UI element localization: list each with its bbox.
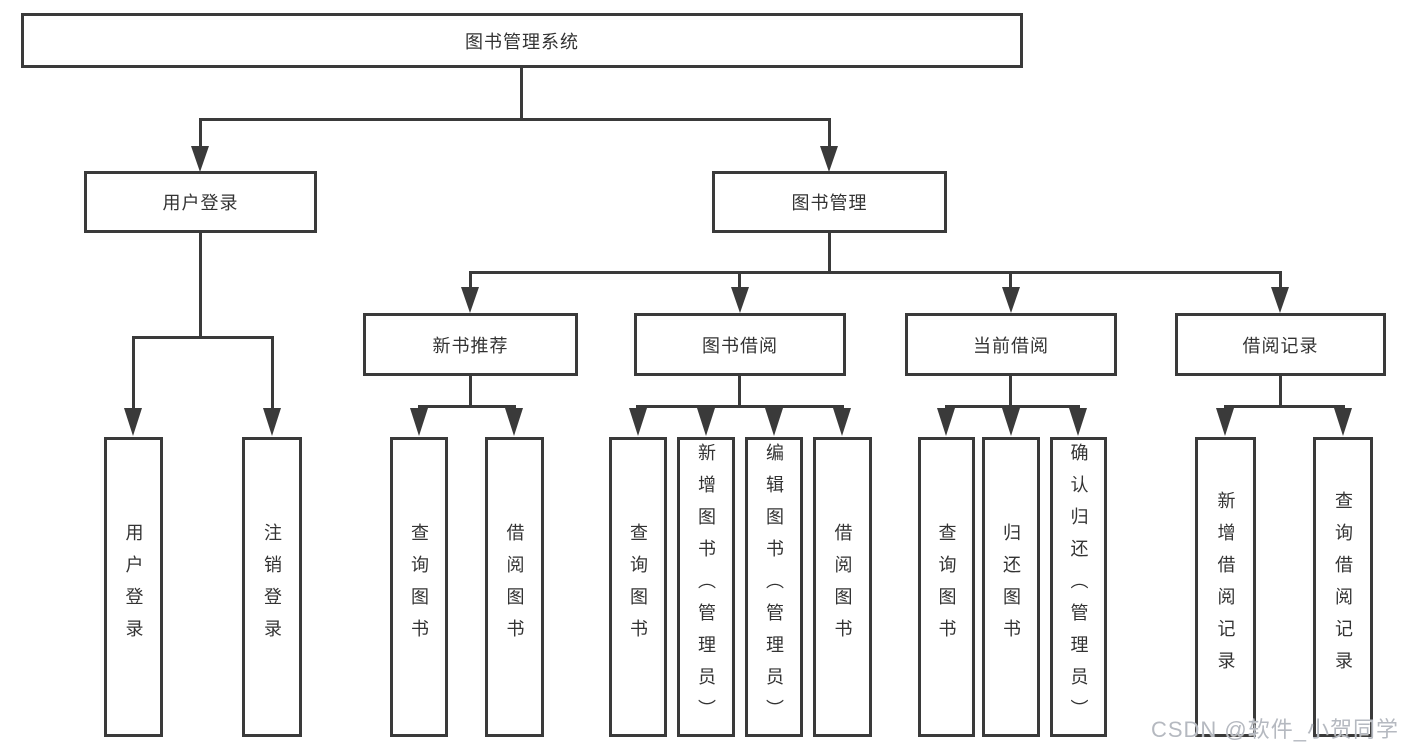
arrow-down-icon (937, 408, 955, 436)
node-label: 用户登录 (162, 193, 239, 213)
leaf-label: 查询图书 (628, 523, 648, 651)
node-label: 图书借阅 (702, 335, 778, 356)
leaf-label: 编辑图书（管理员） (764, 443, 784, 731)
leaf-record-query-borrow-record: 查询借阅记录 (1313, 437, 1373, 737)
node-label: 新书推荐 (432, 335, 509, 356)
leaf-label: 借阅图书 (832, 523, 853, 651)
connector-line (738, 376, 741, 407)
arrow-down-icon (1216, 408, 1234, 436)
connector-line (469, 376, 472, 407)
connector-line (199, 118, 202, 149)
leaf-label: 新增借阅记录 (1215, 491, 1236, 683)
leaf-borrow-edit-book-admin: 编辑图书（管理员） (745, 437, 803, 737)
watermark: CSDN @软件_小贺同学 (1150, 717, 1399, 742)
arrow-down-icon (765, 408, 783, 436)
arrow-down-icon (1069, 408, 1087, 436)
arrow-down-icon (263, 408, 281, 436)
arrow-down-icon (505, 408, 523, 436)
node-label: 借阅记录 (1242, 335, 1319, 356)
leaf-current-return-book: 归还图书 (982, 437, 1040, 737)
leaf-label: 借阅图书 (504, 523, 525, 651)
arrow-down-icon (629, 408, 647, 436)
leaf-label: 查询图书 (409, 523, 429, 651)
connector-line (271, 336, 274, 412)
arrow-down-icon (191, 146, 209, 172)
arrow-down-icon (697, 408, 715, 436)
arrow-down-icon (1002, 408, 1020, 436)
leaf-current-confirm-return-admin: 确认归还（管理员） (1050, 437, 1107, 737)
leaf-label: 查询借阅记录 (1333, 491, 1353, 683)
leaf-label: 注销登录 (262, 523, 282, 651)
leaf-current-query-book: 查询图书 (918, 437, 975, 737)
node-new-book-recommend: 新书推荐 (363, 313, 578, 376)
connector-line (199, 233, 202, 336)
node-book-borrow: 图书借阅 (634, 313, 846, 376)
leaf-label: 查询图书 (936, 523, 957, 651)
leaf-borrow-query-book: 查询图书 (609, 437, 667, 737)
connector-line (738, 271, 741, 289)
connector-line (1009, 271, 1012, 289)
leaf-label: 新增图书（管理员） (696, 443, 716, 731)
connector-line (469, 271, 1282, 274)
arrow-down-icon (820, 146, 838, 172)
node-borrow-record: 借阅记录 (1175, 313, 1386, 376)
leaf-label: 归还图书 (1001, 523, 1021, 651)
connector-line (945, 405, 1080, 408)
connector-line (636, 405, 844, 408)
node-current-borrow: 当前借阅 (905, 313, 1117, 376)
arrow-down-icon (410, 408, 428, 436)
connector-line (1279, 376, 1282, 407)
arrow-down-icon (833, 408, 851, 436)
leaf-borrow-add-book-admin: 新增图书（管理员） (677, 437, 735, 737)
arrow-down-icon (461, 287, 479, 313)
connector-line (828, 118, 831, 149)
node-user-login: 用户登录 (84, 171, 317, 233)
leaf-user-login: 用户登录 (104, 437, 163, 737)
leaf-newbook-query-book: 查询图书 (390, 437, 448, 737)
leaf-newbook-borrow-book: 借阅图书 (485, 437, 544, 737)
node-book-management: 图书管理 (712, 171, 947, 233)
node-label: 图书管理 (791, 193, 868, 213)
arrow-down-icon (124, 408, 142, 436)
node-label: 当前借阅 (973, 335, 1049, 356)
connector-line (418, 405, 516, 408)
connector-line (1009, 376, 1012, 407)
leaf-label: 用户登录 (123, 523, 144, 651)
node-library-management-system: 图书管理系统 (21, 13, 1023, 68)
connector-line (132, 336, 274, 339)
connector-line (1224, 405, 1345, 408)
connector-line (132, 336, 135, 412)
connector-line (469, 271, 472, 289)
leaf-logout: 注销登录 (242, 437, 302, 737)
leaf-borrow-borrow-book: 借阅图书 (813, 437, 872, 737)
arrow-down-icon (731, 287, 749, 313)
node-label: 图书管理系统 (465, 31, 579, 52)
arrow-down-icon (1002, 287, 1020, 313)
connector-line (1279, 271, 1282, 289)
leaf-label: 确认归还（管理员） (1068, 443, 1089, 731)
arrow-down-icon (1271, 287, 1289, 313)
connector-line (199, 118, 831, 121)
connector-line (520, 68, 523, 118)
arrow-down-icon (1334, 408, 1352, 436)
connector-line (828, 233, 831, 273)
leaf-record-add-borrow-record: 新增借阅记录 (1195, 437, 1256, 737)
